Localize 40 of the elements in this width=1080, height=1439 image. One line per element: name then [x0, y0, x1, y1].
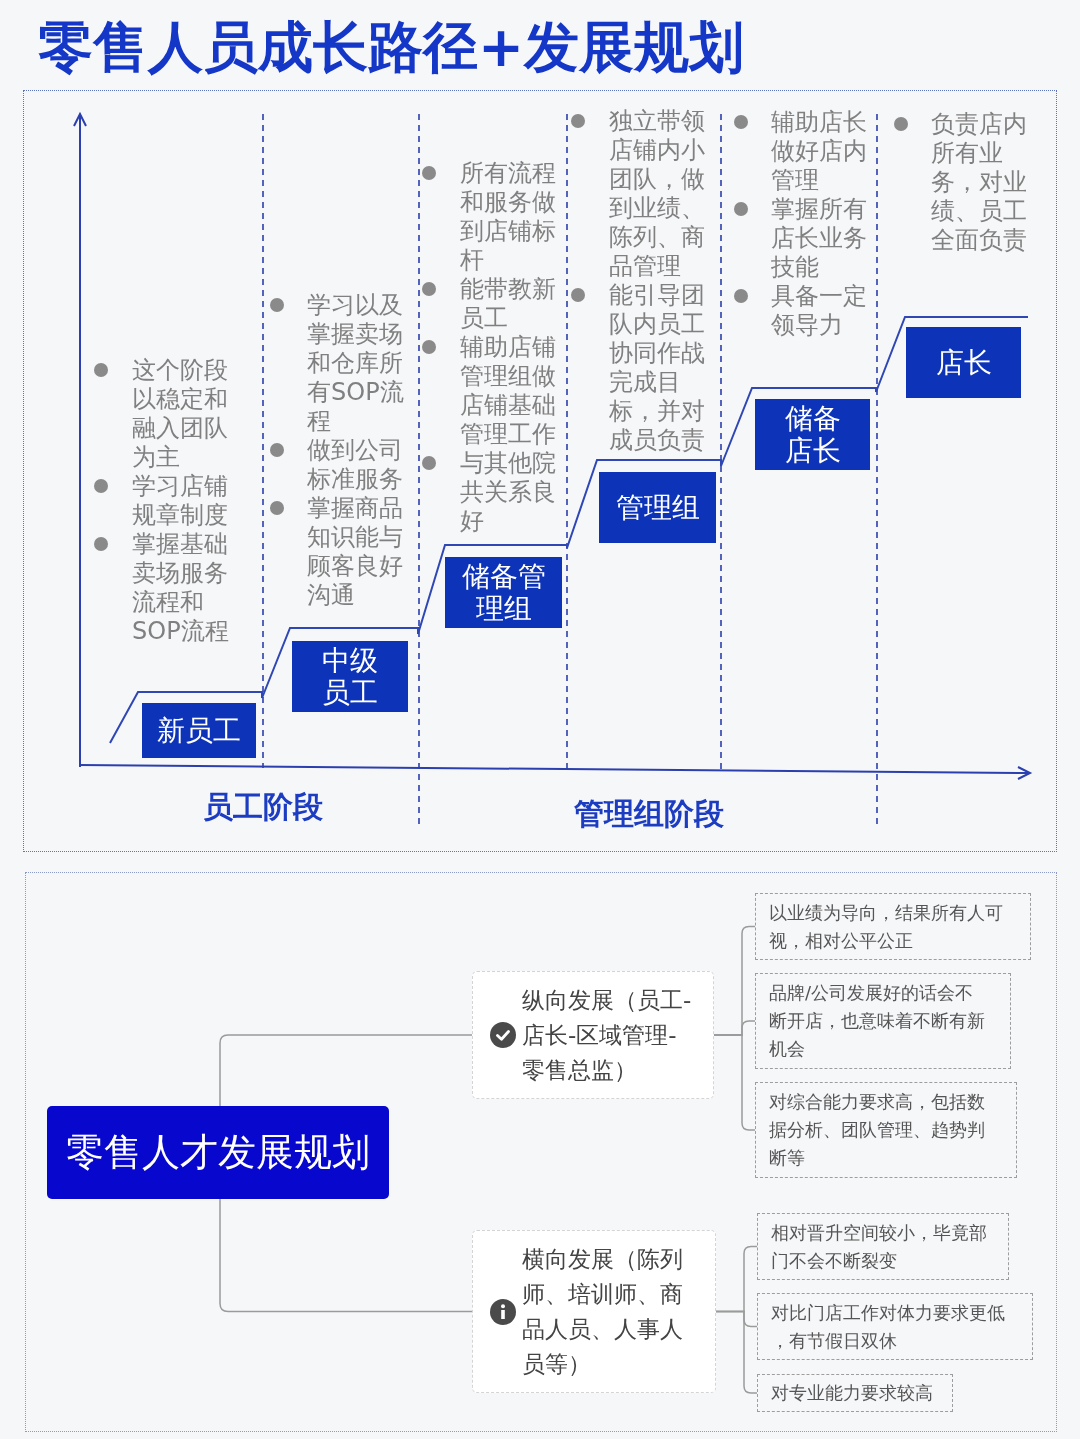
- bullet-text: 具备一定领导力: [771, 281, 868, 340]
- level-box: 新员工: [142, 703, 256, 758]
- level-box: 储备店长: [755, 399, 870, 470]
- level-box: 管理组: [599, 472, 716, 543]
- bullet-text: 能带教新员工: [460, 274, 557, 333]
- stage-label: 员工阶段: [203, 789, 323, 825]
- bullet-text: 辅助店铺管理组做店铺基础管理工作: [460, 332, 557, 449]
- bullet-text: 所有流程和服务做到店铺标杆: [460, 158, 557, 275]
- branch-text: 横向发展（陈列师、培训师、商品人员、人事人员等）: [522, 1244, 684, 1379]
- bullet-text: 能引导团队内员工协同作战完成目标，并对成员负责: [609, 280, 706, 455]
- connector-line: [219, 1034, 473, 1107]
- note-box: 对专业能力要求较高: [757, 1374, 953, 1412]
- level-box: 店长: [906, 327, 1021, 398]
- note-box: 对比门店工作对体力要求更低，有节假日双休: [757, 1293, 1033, 1360]
- note-box: 以业绩为导向，结果所有人可视，相对公平公正: [755, 893, 1031, 960]
- bullet-text: 做到公司标准服务: [307, 435, 404, 494]
- page-title: 零售人员成长路径+发展规划: [38, 14, 745, 80]
- branch-text: 纵向发展（员工-店长-区域管理-零售总监）: [522, 985, 693, 1085]
- bullet-text: 负责店内所有业务，对业绩、员工全面负责: [931, 109, 1028, 255]
- root-topic-box: 零售人才发展规划: [47, 1106, 389, 1199]
- bullet-text: 学习店铺规章制度: [132, 471, 229, 530]
- level-box: 中级员工: [292, 641, 408, 712]
- branch-box: [472, 1230, 716, 1393]
- note-box: 相对晋升空间较小，毕竟部门不会不断裂变: [757, 1213, 1009, 1280]
- bullet-text: 掌握基础卖场服务流程和SOP流程: [132, 529, 230, 646]
- connector-line: [715, 1310, 758, 1394]
- bullet-text: 掌握商品知识能与顾客良好沟通: [307, 493, 404, 610]
- bullet-text: 辅助店长做好店内管理: [771, 107, 868, 195]
- connector-line: [219, 1198, 473, 1313]
- bullet-text: 与其他院共关系良好: [460, 448, 557, 536]
- stage-label: 管理组阶段: [574, 796, 724, 832]
- connector-line: [713, 1034, 756, 1131]
- level-box: 储备管理组: [445, 557, 562, 628]
- note-box: 对综合能力要求高，包括数据分析、团队管理、趋势判断等: [755, 1082, 1017, 1178]
- bullet-text: 掌握所有店长业务技能: [771, 194, 868, 282]
- bullet-text: 学习以及掌握卖场和仓库所有SOP流程: [307, 290, 405, 436]
- bullet-text: 这个阶段以稳定和融入团队为主: [132, 355, 229, 472]
- branch-box: [472, 971, 714, 1099]
- note-box: 品牌/公司发展好的话会不断开店，也意味着不断有新机会: [755, 973, 1011, 1069]
- bullet-text: 独立带领店铺内小团队，做到业绩、陈列、商品管理: [609, 106, 706, 281]
